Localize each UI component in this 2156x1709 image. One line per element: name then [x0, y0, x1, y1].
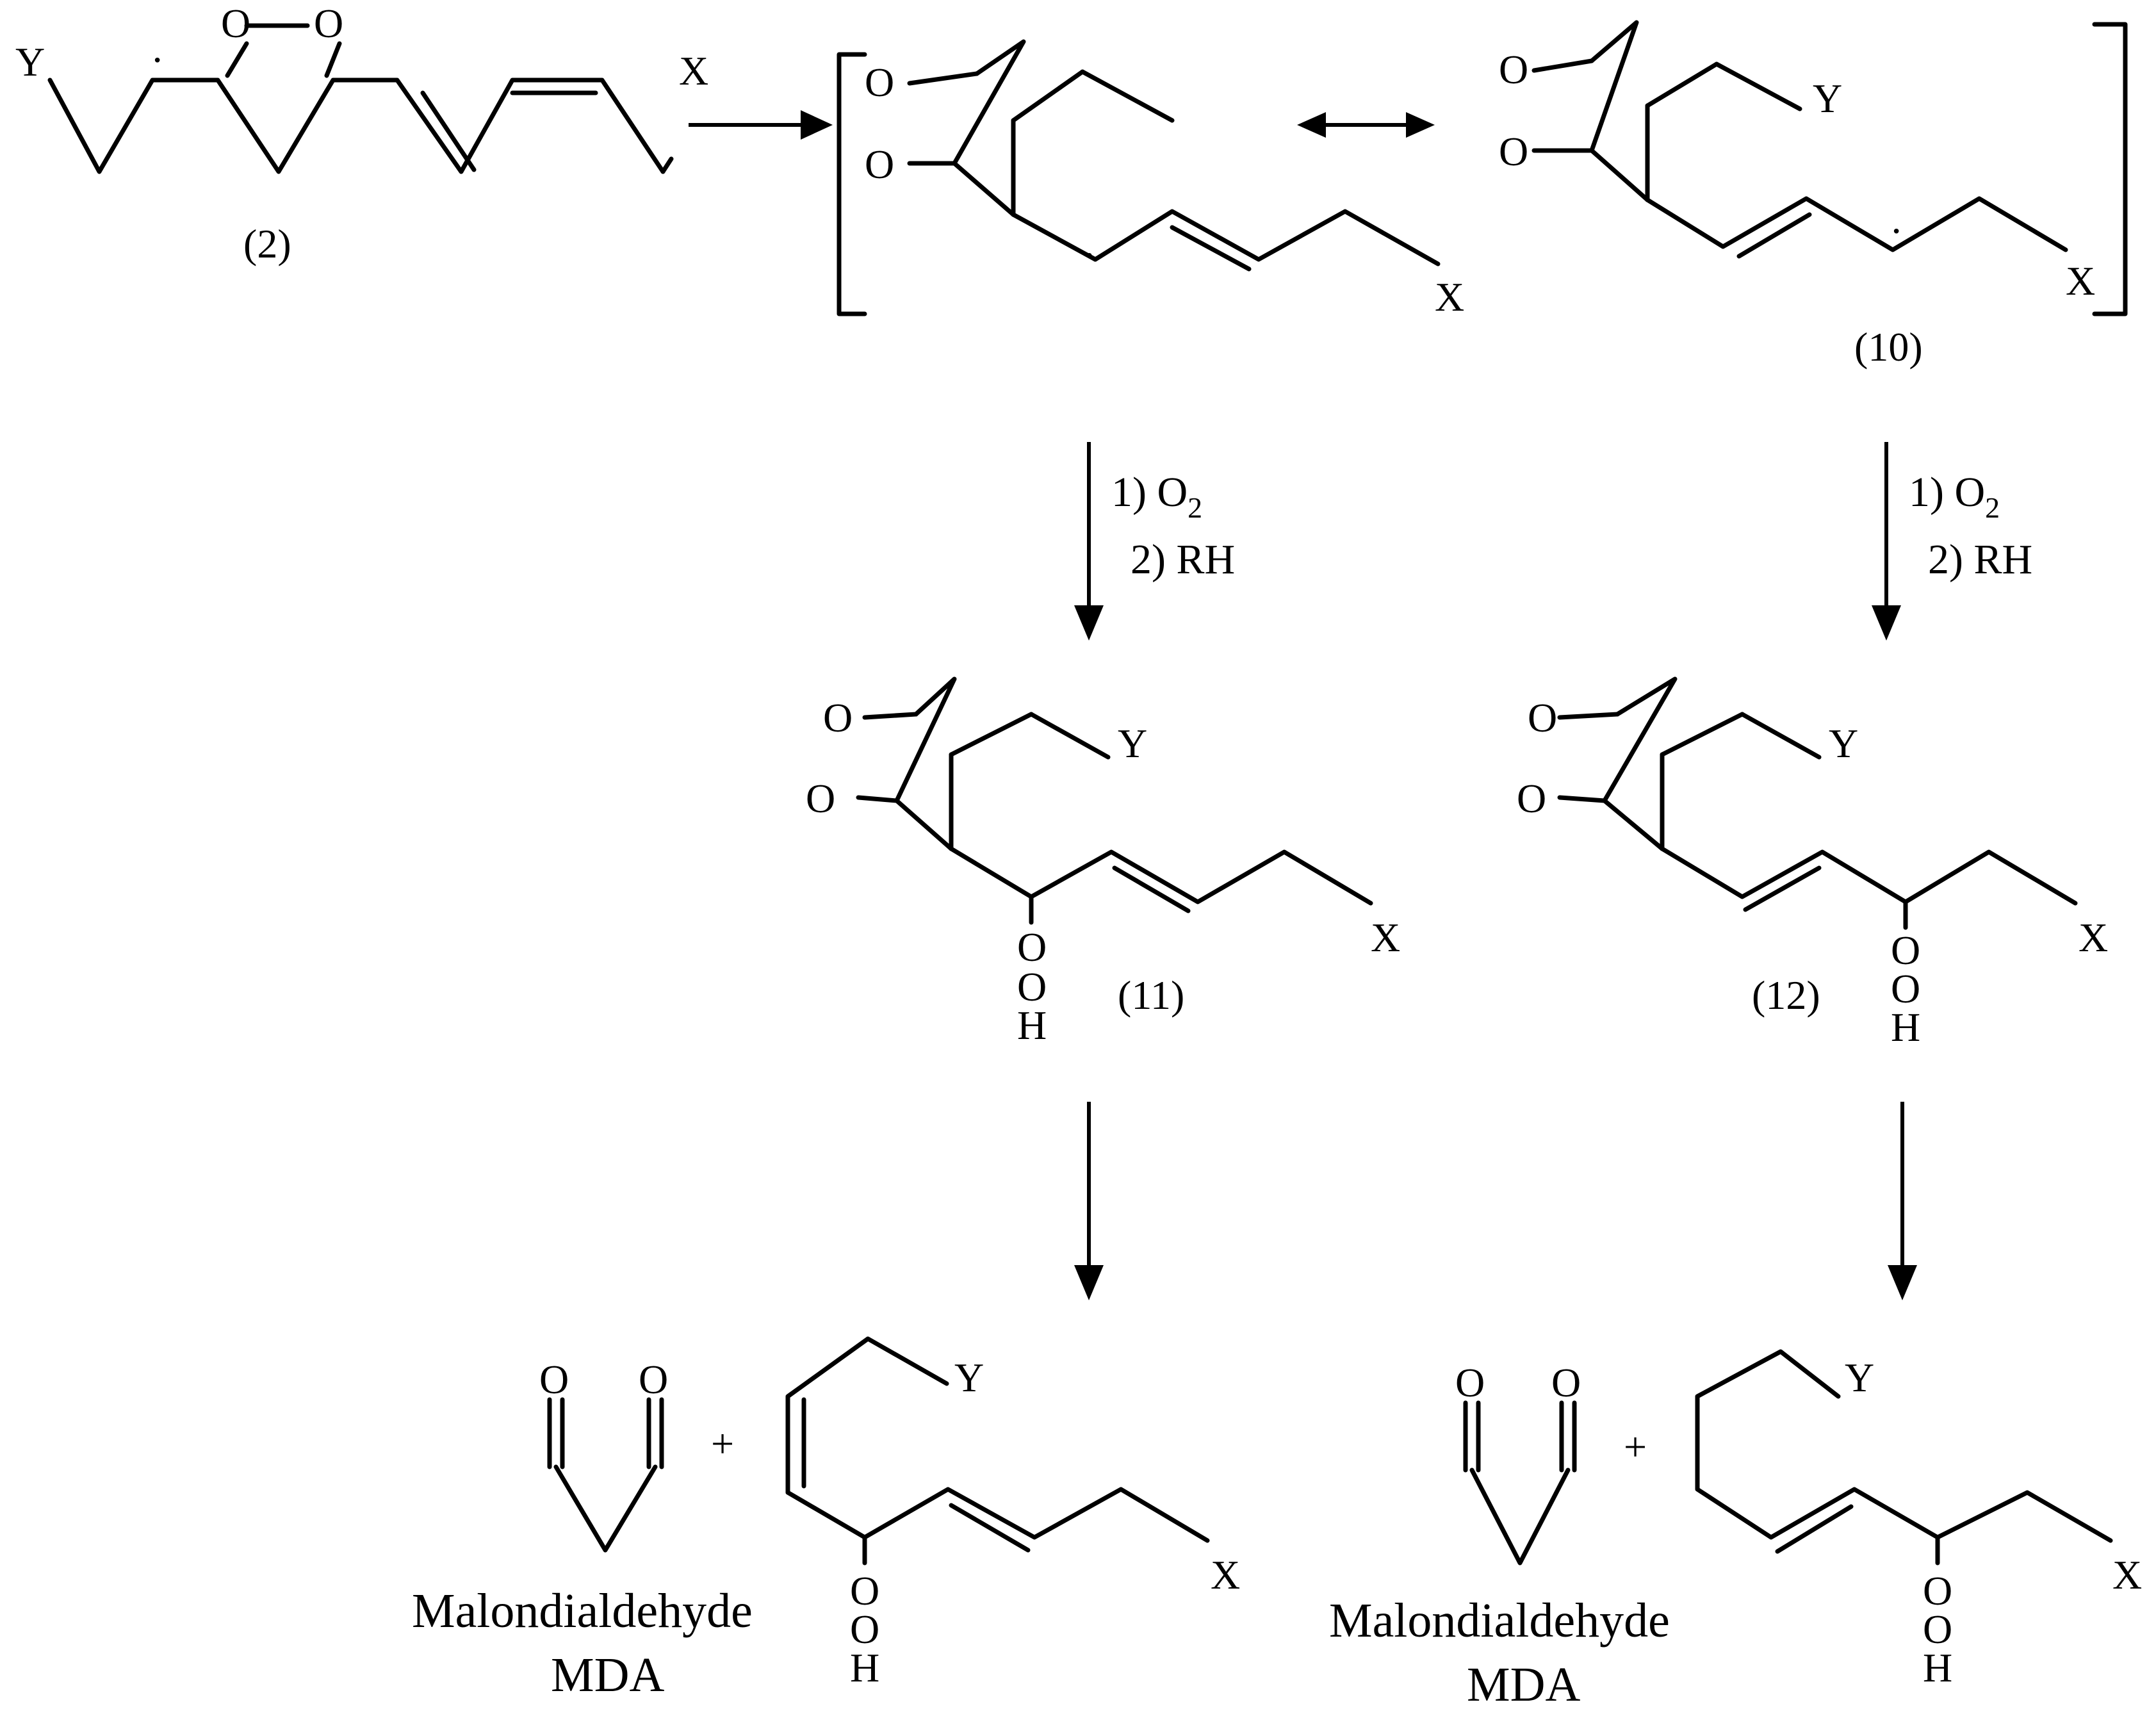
hydroxyl-oxygen: O — [1923, 1607, 1952, 1652]
carbonyl-oxygen: O — [639, 1357, 668, 1402]
reaction-arrow-right-lower — [1888, 1102, 1917, 1300]
y-substituent: Y — [1845, 1355, 1874, 1400]
mda-name: Malondialdehyde — [1329, 1594, 1670, 1648]
hydroxyl-oxygen: O — [850, 1607, 879, 1652]
radical-dot: · — [151, 37, 164, 83]
x-substituent: X — [1211, 1552, 1240, 1598]
hydroxyl-oxygen: O — [1923, 1568, 1952, 1614]
condition-oxygen: 1) O2 — [1111, 469, 1202, 524]
product-left-hydroxy-diene: Y X O O H — [785, 1336, 1240, 1690]
compound-label-11: (11) — [1118, 972, 1184, 1018]
hydroxyl-hydrogen: H — [1923, 1645, 1952, 1690]
peroxide-oxygen: O — [314, 1, 343, 46]
product-right-hydroxy-alkene: Y X O O H — [1695, 1349, 2142, 1690]
epoxy-oxygen: O — [1517, 776, 1546, 821]
y-substituent: Y — [1118, 721, 1147, 766]
epoxy-oxygen: O — [865, 142, 894, 187]
reaction-arrow-right: 1) O2 2) RH — [1872, 442, 2032, 641]
hydroxyl-oxygen: O — [1017, 964, 1047, 1010]
mda-right: O O Malondialdehyde MDA — [1329, 1360, 1670, 1709]
plus-sign: + — [711, 1421, 734, 1466]
y-substituent: Y — [954, 1355, 984, 1400]
x-substituent: X — [2078, 915, 2108, 960]
resonance-form-right: O O Y · X — [1499, 20, 2095, 304]
compound-11: O O Y X O O H (11) — [806, 676, 1400, 1048]
reaction-arrow — [689, 110, 833, 140]
y-substituent: Y — [1829, 721, 1858, 766]
hydroxyl-hydrogen: H — [850, 1645, 879, 1690]
hydroxyl-oxygen: O — [850, 1568, 879, 1614]
mda-left: O O Malondialdehyde MDA — [412, 1357, 753, 1702]
y-substituent: Y — [1813, 76, 1842, 121]
epoxy-oxygen: O — [1499, 129, 1528, 174]
epoxy-oxygen: O — [1528, 695, 1557, 740]
epoxy-oxygen: O — [823, 695, 853, 740]
carbonyl-oxygen: O — [1551, 1360, 1581, 1405]
mda-name: Malondialdehyde — [412, 1584, 753, 1638]
hydroxyl-hydrogen: H — [1891, 1004, 1920, 1050]
condition-rh: 2) RH — [1928, 536, 2032, 583]
hydroxyl-oxygen: O — [1891, 928, 1920, 973]
compound-label-12: (12) — [1752, 972, 1820, 1018]
compound-label-2: (2) — [243, 221, 291, 266]
radical-dot: · — [1890, 208, 1903, 254]
compound-12: O O Y X O O H (12) — [1517, 676, 2108, 1050]
compound-2: Y · O O X (2) — [15, 1, 708, 266]
mda-abbreviation: MDA — [1467, 1658, 1580, 1709]
plus-sign: + — [1624, 1424, 1647, 1469]
reaction-arrow-left-lower — [1074, 1102, 1104, 1300]
carbonyl-oxygen: O — [1455, 1360, 1485, 1405]
mda-abbreviation: MDA — [551, 1648, 664, 1702]
resonance-form-left: O O · X — [865, 39, 1464, 320]
x-substituent: X — [679, 48, 708, 94]
compound-10: O O · X O O Y · X (10) — [837, 20, 2128, 370]
hydroxyl-oxygen: O — [1017, 924, 1047, 970]
condition-rh: 2) RH — [1131, 536, 1235, 583]
epoxy-oxygen: O — [806, 776, 835, 821]
peroxide-oxygen: O — [221, 1, 250, 46]
reaction-arrow-left: 1) O2 2) RH — [1074, 442, 1235, 641]
x-substituent: X — [1435, 274, 1464, 320]
y-substituent: Y — [15, 39, 45, 85]
resonance-arrow — [1297, 112, 1435, 138]
compound-label-10: (10) — [1854, 324, 1923, 370]
x-substituent: X — [2112, 1552, 2142, 1598]
carbonyl-oxygen: O — [539, 1357, 569, 1402]
radical-dot: · — [1082, 233, 1096, 278]
x-substituent: X — [1371, 915, 1400, 960]
hydroxyl-hydrogen: H — [1017, 1002, 1047, 1048]
epoxy-oxygen: O — [865, 60, 894, 105]
hydroxyl-oxygen: O — [1891, 966, 1920, 1011]
condition-oxygen: 1) O2 — [1909, 469, 2000, 524]
x-substituent: X — [2066, 258, 2095, 304]
epoxy-oxygen: O — [1499, 47, 1528, 92]
